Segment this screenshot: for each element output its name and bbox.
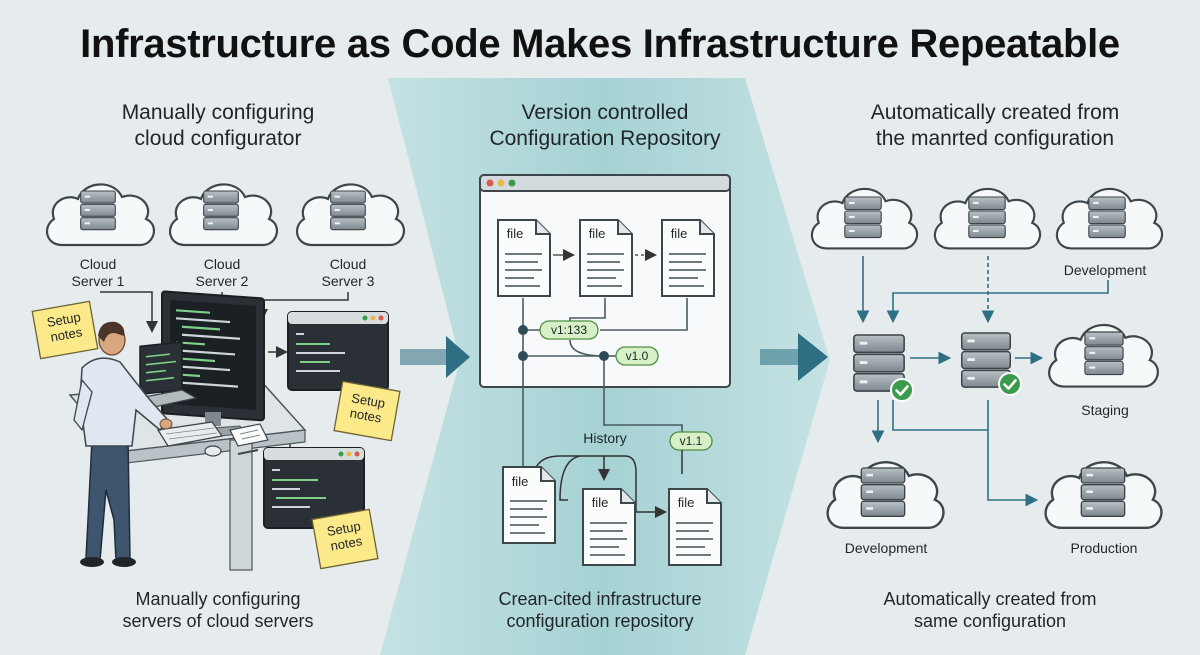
terminal-window-1 — [287, 311, 389, 391]
left-heading-line2: cloud configurator — [134, 127, 302, 150]
papers — [229, 423, 269, 455]
cloud-top-1-icon — [810, 187, 919, 250]
middle-footer: Crean-cited infrastructure configuration… — [498, 589, 702, 631]
middle-to-right-arrow — [760, 333, 828, 381]
history-file-3-label: file — [677, 495, 695, 510]
cloud-staging-icon — [1047, 323, 1160, 388]
central-server-icon — [852, 334, 914, 402]
cloud-development-top-icon — [1055, 187, 1164, 250]
sticky-note-2 — [333, 380, 401, 442]
sticky-note-3 — [311, 508, 379, 570]
history-label: History — [583, 430, 627, 446]
engineer-figure — [73, 321, 173, 567]
version-tag-a — [539, 320, 599, 340]
page-title: Infrastructure as Code Makes Infrastruct… — [80, 22, 1120, 66]
cloud-server-3-icon — [295, 183, 406, 247]
mouse — [204, 445, 222, 457]
cloud-server-1-icon — [45, 183, 156, 247]
env-development-top-label: Development — [1063, 262, 1147, 278]
terminal-window-2 — [263, 447, 365, 529]
repo-file-3-label: file — [670, 226, 688, 241]
env-development-bottom-label: Development — [844, 540, 928, 556]
env-staging-label: Staging — [1081, 402, 1129, 418]
check-icon — [890, 378, 914, 402]
main-monitor — [161, 290, 265, 439]
sticky-note-1 — [31, 300, 99, 360]
right-heading: Automatically created from the manrted c… — [870, 101, 1120, 150]
left-to-middle-arrow — [400, 336, 470, 378]
secondary-server-icon — [960, 332, 1022, 396]
version-tag-a-label: v1:133 — [550, 323, 588, 337]
left-heading: Manually configuring cloud configurator — [60, 100, 376, 152]
left-heading-line1: Manually configuring — [121, 101, 315, 124]
cloud-server-3-label: Cloud Server 3 — [321, 256, 375, 289]
version-tag-b-label: v1.0 — [625, 349, 649, 363]
cloud-server-2-icon — [168, 183, 279, 247]
cloud-production-icon — [1044, 461, 1163, 530]
keyboard — [156, 421, 224, 447]
cloud-top-2-icon — [933, 187, 1042, 250]
laptop — [126, 341, 198, 411]
version-tag-c — [669, 431, 713, 451]
check-icon — [998, 372, 1022, 396]
right-footer: Automatically created from same configur… — [883, 589, 1097, 631]
env-production-label: Production — [1070, 540, 1138, 556]
repo-file-2-label: file — [588, 226, 606, 241]
cloud-server-2-label: Cloud Server 2 — [195, 256, 249, 289]
history-file-2-label: file — [591, 495, 609, 510]
version-tag-c-label: v1.1 — [679, 434, 703, 448]
repo-file-1-label: file — [506, 226, 524, 241]
version-tag-b — [615, 346, 659, 366]
cloud-server-1-label: Cloud Server 1 — [71, 256, 125, 289]
middle-heading: Version controlled Configuration Reposit… — [489, 101, 721, 150]
history-file-1-label: file — [511, 474, 529, 489]
left-footer: Manually configuring servers of cloud se… — [122, 589, 314, 631]
cloud-development-bottom-icon — [826, 461, 945, 530]
